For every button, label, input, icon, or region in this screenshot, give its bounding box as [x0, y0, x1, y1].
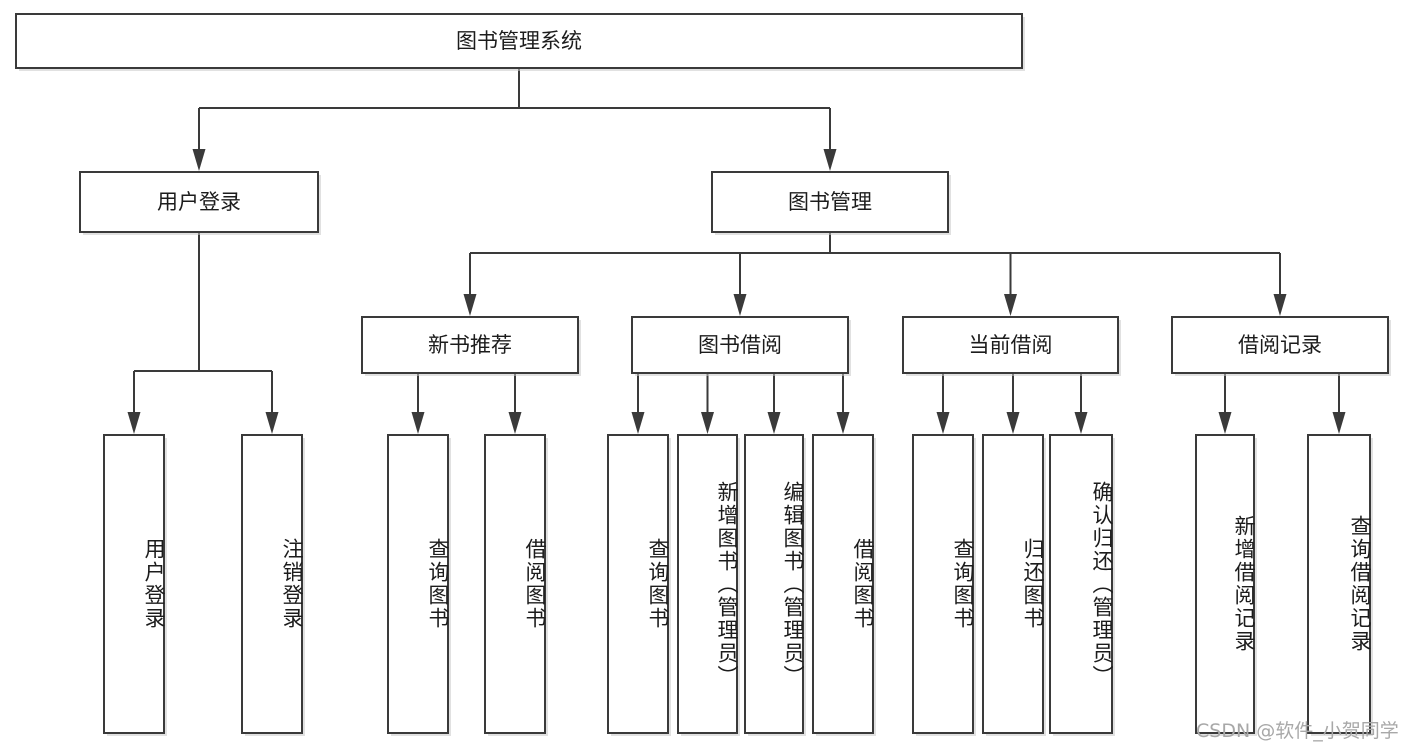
arrow-head-icon [631, 412, 645, 434]
edge-group-book-borrow [631, 370, 850, 434]
node-box [1195, 434, 1255, 734]
node-user-login[interactable]: 用户登录 [79, 171, 321, 235]
edge-group-borrow-record [1218, 370, 1346, 434]
node-box [1049, 434, 1113, 734]
node-box [902, 316, 1119, 374]
node-box [241, 434, 303, 734]
node-box [1171, 316, 1389, 374]
node-label: 用户登录 [157, 190, 241, 214]
node-box [484, 434, 546, 734]
node-box [103, 434, 165, 734]
node-box [631, 316, 849, 374]
node-borrow-record[interactable]: 借阅记录 [1171, 316, 1391, 376]
node-label: 图书借阅 [698, 333, 782, 357]
arrow-head-icon [767, 412, 781, 434]
edge-layer [127, 68, 1346, 434]
node-root[interactable]: 图书管理系统 [15, 13, 1025, 71]
node-leaf-query-book-2[interactable] [607, 434, 671, 736]
node-label: 图书管理系统 [456, 29, 582, 53]
node-label: 新书推荐 [428, 333, 512, 357]
node-leaf-borrow-book-2[interactable] [812, 434, 876, 736]
node-box [711, 171, 949, 233]
node-box [744, 434, 804, 734]
node-box [15, 13, 1023, 69]
arrow-head-icon [192, 149, 206, 171]
node-box [912, 434, 974, 734]
edge-group-book-management [463, 232, 1287, 316]
node-leaf-add-book[interactable] [677, 434, 740, 736]
node-leaf-query-borrow-record[interactable] [1307, 434, 1373, 736]
node-leaf-borrow-book-1[interactable] [484, 434, 548, 736]
node-box [677, 434, 738, 734]
arrow-head-icon [1273, 294, 1287, 316]
edge-group-current-borrow [936, 370, 1088, 434]
node-box [607, 434, 669, 734]
node-book-management[interactable]: 图书管理 [711, 171, 951, 235]
arrow-head-icon [1218, 412, 1232, 434]
arrow-head-icon [463, 294, 477, 316]
arrow-head-icon [508, 412, 522, 434]
node-box [361, 316, 579, 374]
arrow-head-icon [1006, 412, 1020, 434]
edge-group-user-login [127, 232, 279, 434]
node-label: 借阅记录 [1238, 333, 1322, 357]
node-box [812, 434, 874, 734]
node-book-borrow[interactable]: 图书借阅 [631, 316, 851, 376]
node-leaf-query-book-3[interactable] [912, 434, 976, 736]
node-leaf-user-login[interactable] [103, 434, 167, 736]
arrow-head-icon [836, 412, 850, 434]
node-current-borrow[interactable]: 当前借阅 [902, 316, 1121, 376]
edge-group-new-book-recommend [411, 370, 522, 434]
arrow-head-icon [936, 412, 950, 434]
node-box [387, 434, 449, 734]
node-box [1307, 434, 1371, 734]
arrow-head-icon [1332, 412, 1346, 434]
node-leaf-return-book[interactable] [982, 434, 1046, 736]
node-box [982, 434, 1044, 734]
node-new-book-recommend[interactable]: 新书推荐 [361, 316, 581, 376]
arrow-head-icon [411, 412, 425, 434]
node-leaf-edit-book[interactable] [744, 434, 806, 736]
arrow-head-icon [127, 412, 141, 434]
node-label: 图书管理 [788, 190, 872, 214]
arrow-head-icon [701, 412, 714, 434]
node-leaf-add-borrow-record[interactable] [1195, 434, 1257, 736]
edge-group-root [192, 68, 837, 171]
node-leaf-confirm-return[interactable] [1049, 434, 1115, 736]
arrow-head-icon [823, 149, 837, 171]
node-box [79, 171, 319, 233]
arrow-head-icon [1074, 412, 1088, 434]
arrow-head-icon [733, 294, 747, 316]
arrow-head-icon [1004, 294, 1017, 316]
node-label: 当前借阅 [969, 333, 1053, 357]
node-leaf-query-book-1[interactable] [387, 434, 451, 736]
watermark: CSDN @软件_小贺同学 [1196, 720, 1399, 742]
node-leaf-logout[interactable] [241, 434, 305, 736]
arrow-head-icon [265, 412, 279, 434]
